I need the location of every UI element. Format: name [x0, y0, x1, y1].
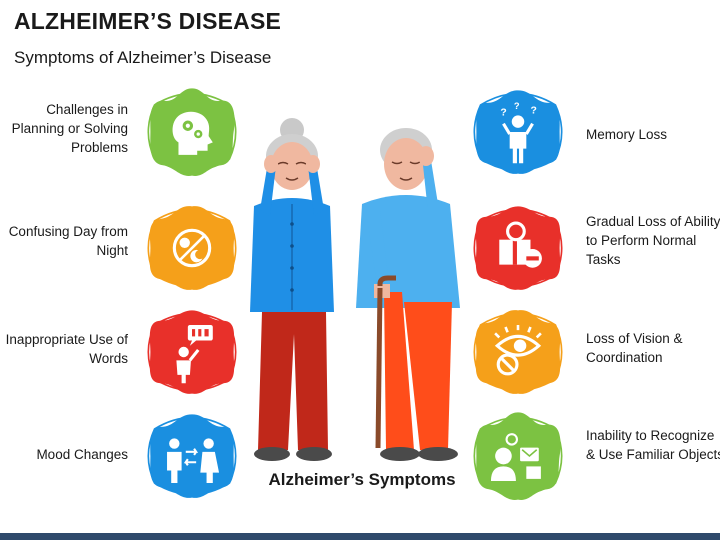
elderly-woman-figure: [250, 118, 334, 461]
svg-text:?: ?: [500, 107, 506, 118]
center-caption: Alzheimer’s Symptoms: [268, 470, 456, 489]
badge-tasks: [466, 196, 570, 300]
badge-day-night: [140, 196, 244, 300]
elderly-man-figure: [356, 128, 460, 461]
symptom-label-tasks: Gradual Loss of Ability to Perform Norma…: [586, 214, 720, 267]
mood-swap-icon: [167, 438, 220, 484]
bottom-accent-bar: [0, 533, 720, 540]
page-title: ALZHEIMER’S DISEASE: [14, 8, 282, 34]
speech-bubble-person-icon: [176, 324, 213, 384]
symptom-label-planning: Challenges in Planning or Solving Proble…: [11, 102, 128, 155]
task-block-icon: [499, 221, 542, 268]
badge-mood: [140, 404, 244, 508]
badge-words: [140, 300, 244, 404]
day-night-icon: [172, 228, 212, 268]
person-objects-icon: [490, 433, 541, 481]
elderly-couple-illustration: [238, 112, 474, 476]
page-subtitle: Symptoms of Alzheimer’s Disease: [14, 48, 272, 67]
badge-objects: [466, 404, 570, 508]
badge-vision: [466, 300, 570, 404]
svg-text:?: ?: [514, 101, 520, 111]
confused-person-icon: ? ? ?: [500, 101, 537, 164]
head-gears-icon: [172, 111, 213, 155]
symptom-label-mood: Mood Changes: [36, 447, 128, 462]
symptom-label-vision: Loss of Vision & Coordination: [586, 331, 683, 365]
svg-text:?: ?: [530, 105, 536, 116]
symptom-label-day-night: Confusing Day from Night: [8, 224, 128, 258]
eye-blocked-icon: [494, 324, 542, 376]
symptom-label-words: Inappropriate Use of Words: [5, 332, 128, 366]
badge-memory: ? ? ?: [466, 80, 570, 184]
badge-planning: [140, 80, 244, 184]
symptom-label-objects: Inability to Recognize & Use Familiar Ob…: [586, 428, 720, 462]
symptom-label-memory: Memory Loss: [586, 127, 668, 142]
